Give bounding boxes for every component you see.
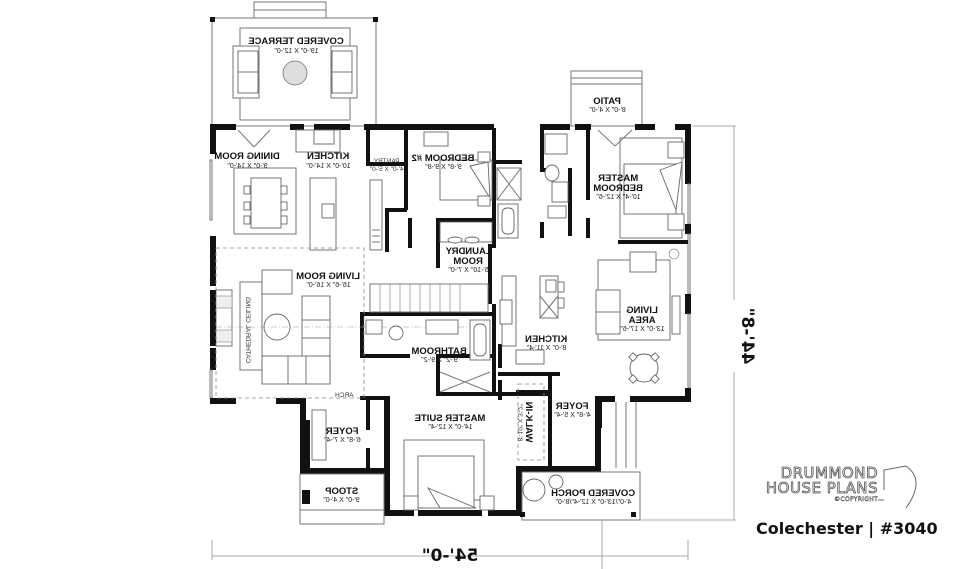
room-name-bathroom: BATHROOM xyxy=(411,346,466,357)
interior-walls xyxy=(306,128,688,472)
room-name-living-room: LIVING ROOM xyxy=(296,271,360,282)
room-size-laundry: 5'-10" X 7'-0" xyxy=(448,267,489,274)
fixtures xyxy=(215,129,685,525)
room-name-dining-room: DINING ROOM xyxy=(214,151,280,162)
room-size-foyer-left: 6'-8" X 7'-4" xyxy=(324,437,361,444)
room-size-bathroom: 9'-2" X 9'-2" xyxy=(421,357,458,364)
room-name-patio: PATIO xyxy=(593,96,621,107)
room-name-laundry-l1: LAUNDRY xyxy=(445,246,492,257)
room-size-foyer-right: 4'-8" X 5'-4" xyxy=(554,412,591,419)
room-name-master-suite: MASTER SUITE xyxy=(415,413,486,424)
brand-line-2: HOUSE PLANS xyxy=(765,479,878,497)
room-name-pantry: PANTRY xyxy=(373,158,399,165)
room-size-pantry: 4'-0" X 5'-0" xyxy=(369,166,404,173)
room-name-living-area-l1: LIVING xyxy=(626,305,658,316)
room-name-covered-terrace: COVERED TERRACE xyxy=(248,36,344,47)
room-size-master-suite: 14'-0" X 12'-4" xyxy=(428,424,473,431)
room-name-covered-porch: COVERED PORCH xyxy=(551,488,635,499)
room-name-bedroom-2: BEDROOM #2 xyxy=(412,153,475,164)
room-name-kitchen-suite: KITCHEN xyxy=(525,334,567,345)
room-size-living-room: 16'-6" X 16'-0" xyxy=(306,282,351,289)
room-size-living-area: 13'-0" X 17'-6" xyxy=(620,326,665,333)
brand-line-1: DRUMMOND xyxy=(780,464,878,482)
width-dimension: 54'-0" xyxy=(422,546,479,566)
room-name-stoop: STOOP xyxy=(324,486,358,497)
drummond-logo-icon xyxy=(878,465,917,509)
room-name-kitchen-main: KITCHEN xyxy=(307,151,349,162)
room-size-bedroom-2: 9'-8" X 9'-8" xyxy=(425,164,462,171)
dimension-lines xyxy=(211,125,736,569)
room-size-dining-room: 9'-0" X 14'-0" xyxy=(227,163,268,170)
patio-area xyxy=(570,70,643,127)
covered-terrace-area xyxy=(210,1,378,127)
branding: DRUMMOND HOUSE PLANS ©COPYRIGHT xyxy=(740,464,878,503)
plan-title: Colechester | #3040 xyxy=(756,519,938,538)
depth-dimension: 44'-8" xyxy=(737,308,757,365)
room-size-master-bedroom: 10'-4" X 12'-6" xyxy=(596,194,641,201)
room-size-patio: 8'-0" X 4'-0" xyxy=(589,107,626,114)
room-labels: COVERED TERRACE 19'-0" X 12'-0" DINING R… xyxy=(214,36,757,566)
room-size-walk-in: 8'-10" X 3'-2" xyxy=(516,403,523,441)
arch-note: ARCH xyxy=(335,392,354,399)
cathedral-ceiling-note: CATHEDRAL CEILING xyxy=(244,297,251,363)
room-size-stoop: 9'-0" X 4'-0" xyxy=(323,497,360,504)
room-size-covered-porch: 4'-0"/13'-0" X 12'-4"/8'-0" xyxy=(555,499,632,506)
room-name-master-bedroom-l1: MASTER xyxy=(598,173,638,184)
room-name-foyer-right: FOYER xyxy=(556,401,589,412)
room-size-covered-terrace: 19'-0" X 12'-0" xyxy=(274,48,319,55)
room-name-master-bedroom-l2: BEDROOM xyxy=(593,183,643,194)
room-name-walk-in: WALK-IN xyxy=(523,402,534,443)
room-name-laundry-l2: ROOM xyxy=(453,256,483,267)
room-name-foyer-left: FOYER xyxy=(326,426,359,437)
room-size-kitchen-suite: 8'-0" X 11'-4" xyxy=(526,345,566,352)
brand-copyright: ©COPYRIGHT xyxy=(834,496,878,503)
room-size-kitchen-main: 10'-0" X 14'-0" xyxy=(306,163,351,170)
room-name-living-area-l2: AREA xyxy=(629,315,656,326)
